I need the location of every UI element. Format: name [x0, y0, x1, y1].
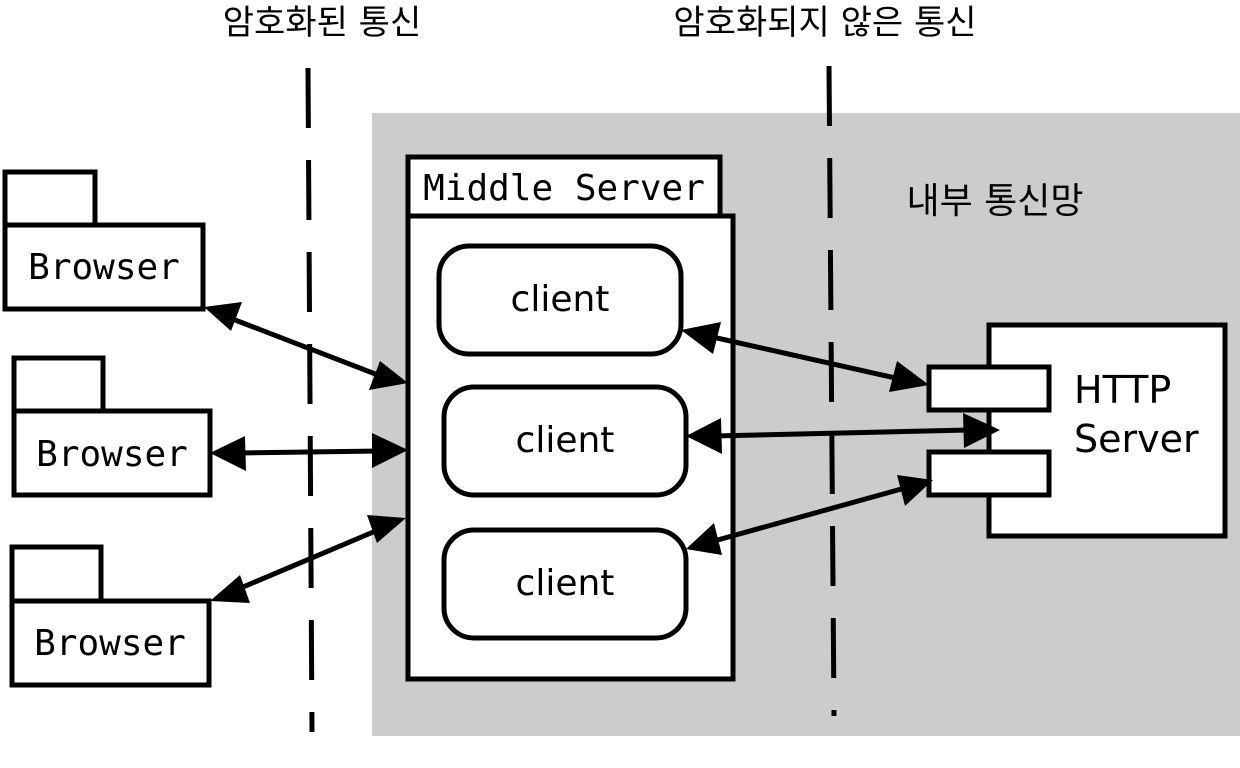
browser-1: Browser	[2, 169, 206, 312]
arrowhead-icon	[963, 413, 1000, 448]
middle-server: Middle Server client client client	[405, 154, 736, 682]
client1-http-connector	[707, 333, 901, 382]
internal-network-label: 내부 통신망	[906, 181, 1083, 222]
arrowhead-icon	[210, 575, 250, 603]
arrowhead-icon	[686, 418, 722, 454]
arrowhead-icon	[372, 433, 408, 468]
encrypted-boundary-line	[305, 67, 315, 733]
client3-http-connector	[713, 485, 906, 544]
browser-2: Browser	[11, 355, 213, 498]
client-box-1	[436, 243, 684, 357]
arrowhead-icon	[367, 515, 406, 543]
client-label: client	[516, 420, 615, 461]
browser2-middle-connector	[236, 448, 381, 456]
browser-label: Browser	[34, 623, 186, 664]
arrowhead-icon	[204, 302, 242, 331]
unencrypted-boundary-line	[826, 65, 837, 717]
arrowhead-icon	[889, 361, 929, 392]
http-server-label-line1: HTTP	[1074, 368, 1171, 412]
encrypted-communication-label: 암호화된 통신	[223, 3, 422, 43]
http-server-label-line2: Server	[1074, 417, 1199, 461]
arrowhead-icon	[210, 436, 246, 471]
browser-label: Browser	[36, 434, 188, 475]
middle-server-tab	[405, 154, 723, 219]
http-server-port-2	[926, 449, 1052, 498]
http-server-body	[986, 322, 1228, 539]
browser3-middle-connector	[235, 527, 379, 593]
browser-label: Browser	[28, 247, 180, 288]
client-label: client	[516, 563, 615, 604]
arrowhead-icon	[369, 361, 408, 390]
browser1-middle-connector	[229, 315, 384, 380]
arrowhead-icon	[681, 322, 721, 354]
http-server: HTTP Server	[926, 322, 1228, 539]
client-label: client	[511, 279, 610, 320]
browser-3: Browser	[9, 544, 212, 688]
client-box-2	[441, 384, 689, 498]
unencrypted-communication-label: 암호화되지 않은 통신	[673, 3, 976, 43]
client2-http-connector	[713, 427, 969, 439]
arrowhead-icon	[897, 475, 933, 506]
arrowhead-icon	[686, 523, 722, 555]
connections	[229, 315, 969, 593]
arrowheads	[204, 302, 1000, 603]
client-box-3	[441, 527, 689, 641]
http-server-port-1	[926, 364, 1052, 413]
middle-server-title: Middle Server	[423, 168, 705, 209]
